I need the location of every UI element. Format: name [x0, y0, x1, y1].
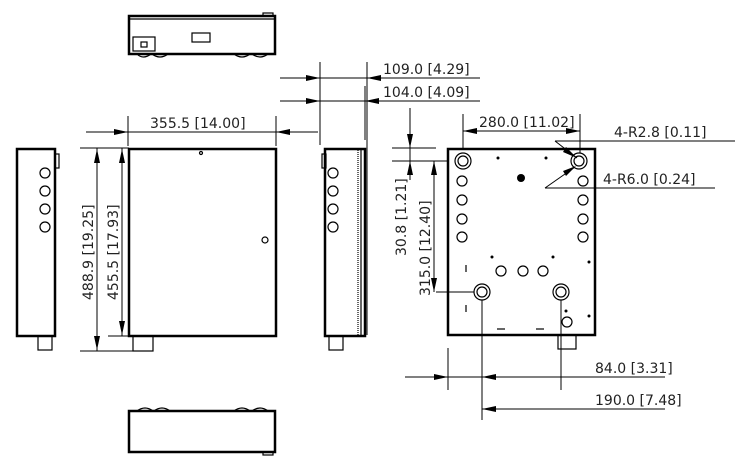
dim-hole-offset-left2: 190.0 [7.48] [595, 393, 682, 409]
bottom-view [127, 407, 277, 456]
mounting-hole [454, 152, 472, 170]
right-side-view [321, 147, 367, 351]
dim-hole-spacing-x: 280.0 [11.02] [479, 115, 575, 131]
left-side-view [15, 147, 60, 351]
dim-hole-large-radius: 4-R6.0 [0.24] [603, 172, 696, 188]
dim-hole-spacing-y: 315.0 [12.40] [418, 200, 434, 296]
dim-hole-offset-top: 30.8 [1.21] [394, 178, 410, 256]
mounting-hole [473, 283, 491, 301]
mounting-hole [570, 152, 588, 170]
dim-hole-small-radius: 4-R2.8 [0.11] [614, 125, 707, 141]
dim-height-body: 455.5 [17.93] [106, 204, 122, 300]
top-view [127, 12, 277, 58]
back-view [446, 147, 597, 350]
front-view [127, 147, 278, 352]
mounting-hole [552, 283, 570, 301]
dimension-lines [80, 62, 735, 420]
dim-depth-body: 104.0 [4.09] [383, 85, 470, 101]
dim-height-total: 488.9 [19.25] [81, 204, 97, 300]
dim-hole-offset-left: 84.0 [3.31] [595, 361, 673, 377]
dim-depth-total: 109.0 [4.29] [383, 62, 470, 78]
dim-width: 355.5 [14.00] [150, 116, 246, 132]
